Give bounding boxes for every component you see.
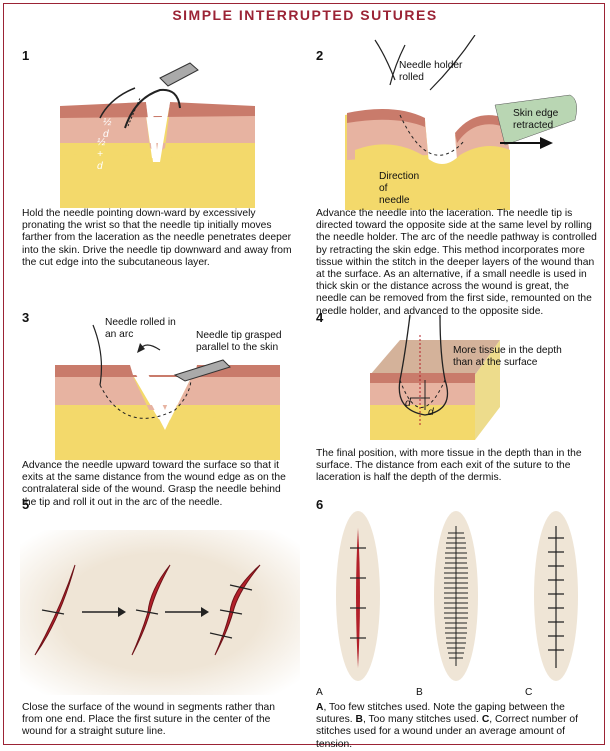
label-c: C bbox=[525, 687, 533, 698]
label-needle-rolled: Needle rolled in an arc bbox=[105, 317, 176, 340]
panel-caption: Advance the needle into the laceration. … bbox=[316, 208, 597, 317]
label-needle-holder-rolled: Needle holder rolled bbox=[399, 60, 463, 83]
skin-block-final bbox=[370, 315, 500, 440]
panel-number: 2 bbox=[316, 48, 324, 63]
caption-c-text: , Correct number of stitches used for a … bbox=[316, 714, 578, 750]
panel-number: 6 bbox=[316, 497, 324, 512]
figure-frame bbox=[3, 3, 605, 745]
caption-c-letter: C bbox=[481, 714, 490, 726]
segment-closure-diagram bbox=[20, 530, 300, 695]
panel-number: 1 bbox=[22, 48, 30, 63]
label-half-d: ½ d bbox=[103, 117, 112, 140]
caption-a-text: , Too few stitches used. Note the gaping… bbox=[316, 702, 565, 726]
panel-caption: Advance the needle upward toward the sur… bbox=[22, 460, 286, 508]
panel-number: 4 bbox=[316, 310, 324, 325]
panel-caption: Hold the needle pointing down-ward by ex… bbox=[22, 208, 292, 268]
label-more-tissue: More tissue in the depth than at the sur… bbox=[453, 345, 562, 368]
label-needle-tip-grasped: Needle tip grasped parallel to the skin bbox=[196, 330, 282, 353]
caption-b-letter: B bbox=[355, 714, 363, 726]
panel-number: 3 bbox=[22, 310, 30, 325]
label-a: A bbox=[316, 687, 323, 698]
panel-number: 5 bbox=[22, 497, 30, 512]
skin-diagram bbox=[60, 62, 255, 208]
panel-caption: The final position, with more tissue in … bbox=[316, 448, 582, 484]
label-d-depth: d bbox=[405, 398, 411, 409]
skin-diagram-arc bbox=[55, 324, 280, 460]
panel-caption: Close the surface of the wound in segmen… bbox=[22, 702, 275, 738]
figure-title: SIMPLE INTERRUPTED SUTURES bbox=[172, 7, 438, 23]
panel-caption: A, Too few stitches used. Note the gapin… bbox=[316, 702, 599, 751]
label-skin-edge-retracted: Skin edge retracted bbox=[513, 108, 559, 131]
caption-a-letter: A bbox=[316, 702, 324, 713]
skin-diagram-rolled bbox=[345, 35, 577, 210]
caption-b-text: , Too many stitches used. bbox=[362, 714, 482, 726]
label-half-plus-d: ½ + d bbox=[97, 137, 106, 172]
label-d-surface: d bbox=[428, 407, 434, 418]
stitch-density-diagram bbox=[336, 511, 578, 681]
label-b: B bbox=[416, 687, 423, 698]
label-direction-of-needle: Direction of needle bbox=[379, 171, 420, 206]
